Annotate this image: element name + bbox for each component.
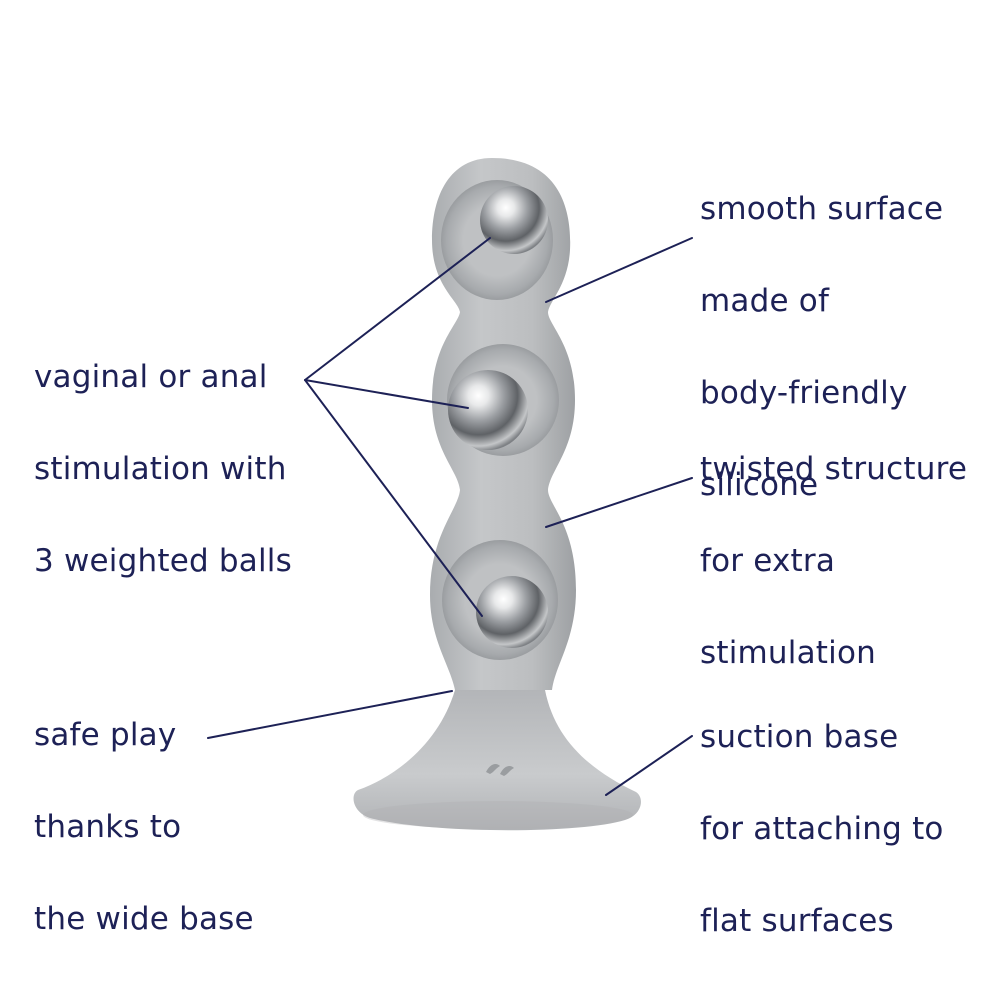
callout-safe-play: safe play thanks to the wide base [34,666,254,988]
callout-line: safe play [34,717,177,753]
callout-line: stimulation with [34,451,287,487]
callout-weighted-balls: vaginal or anal stimulation with 3 weigh… [34,308,292,630]
weighted-ball-bottom [476,576,548,648]
callout-twisted-structure: twisted structure for extra stimulation [700,400,967,722]
leader-line-suction-base [605,735,693,796]
weighted-ball-middle [448,370,528,450]
suction-base [353,690,641,831]
leader-line-safe-play [207,690,453,739]
callout-line: suction base [700,719,899,755]
leader-line-ball-top [304,237,491,381]
callout-line: stimulation [700,635,876,671]
callout-smooth-surface: smooth surface made of body-friendly sil… [700,140,943,554]
leader-line-ball-middle [304,379,469,409]
callout-line: smooth surface [700,191,944,227]
callout-line: 3 weighted balls [34,543,292,579]
callout-line: flat surfaces [700,903,894,939]
callout-line: vaginal or anal [34,359,268,395]
callout-line: for extra [700,543,836,579]
callout-line: the wide base [34,901,254,937]
callout-line: twisted structure [700,451,968,487]
brand-logo-icon [486,764,514,776]
leader-line-smooth-surface [545,237,693,303]
leader-line-twisted-structure [545,477,693,528]
weighted-ball-top [480,186,548,254]
callout-line: body-friendly [700,375,908,411]
callout-suction-base: suction base for attaching to flat surfa… [700,668,944,990]
callout-line: thanks to [34,809,182,845]
callout-line: made of [700,283,830,319]
callout-line: silicone [700,467,819,503]
leader-line-ball-bottom [304,379,483,617]
callout-line: for attaching to [700,811,944,847]
